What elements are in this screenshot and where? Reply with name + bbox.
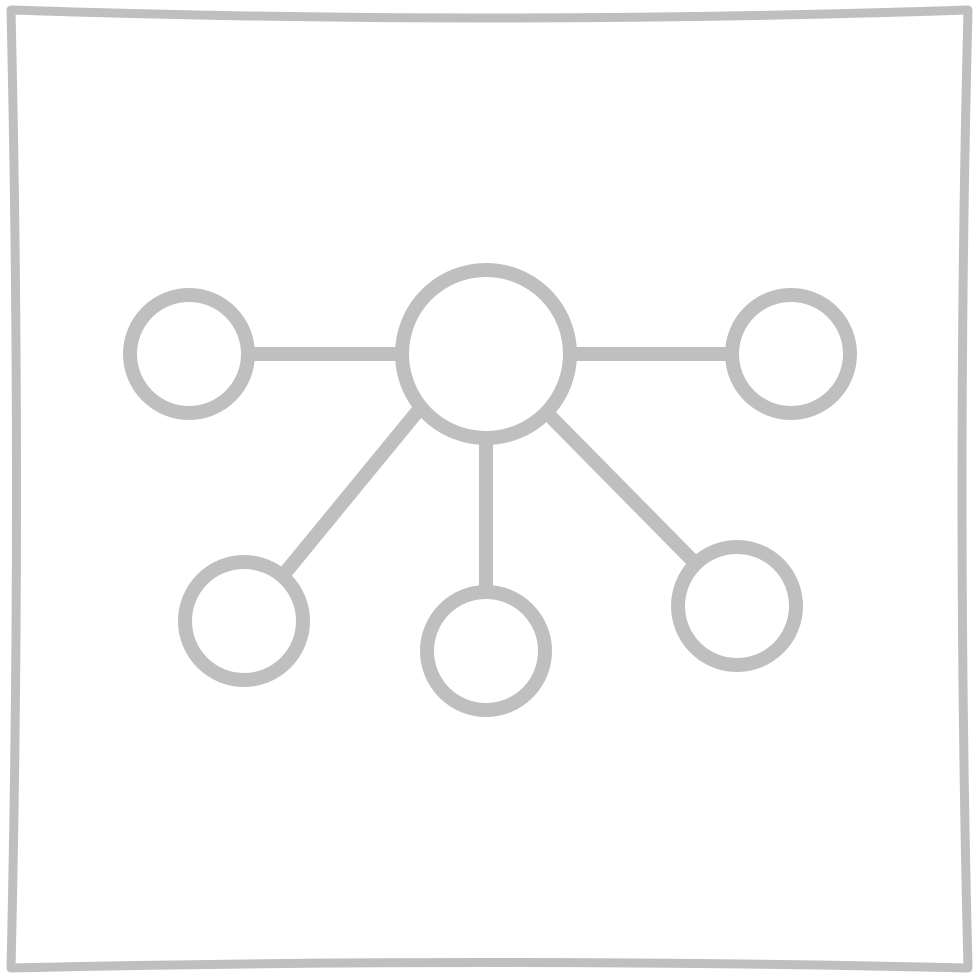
connector-bottom-right — [544, 410, 699, 567]
hub-circle — [395, 263, 577, 445]
node-bottom-left — [178, 555, 310, 687]
node-bottom-right — [671, 540, 803, 672]
node-right — [725, 288, 857, 420]
connector-bottom-left — [278, 405, 424, 580]
icon-frame — [6, 5, 973, 973]
node-left — [123, 288, 255, 420]
node-bottom-center — [420, 585, 552, 717]
